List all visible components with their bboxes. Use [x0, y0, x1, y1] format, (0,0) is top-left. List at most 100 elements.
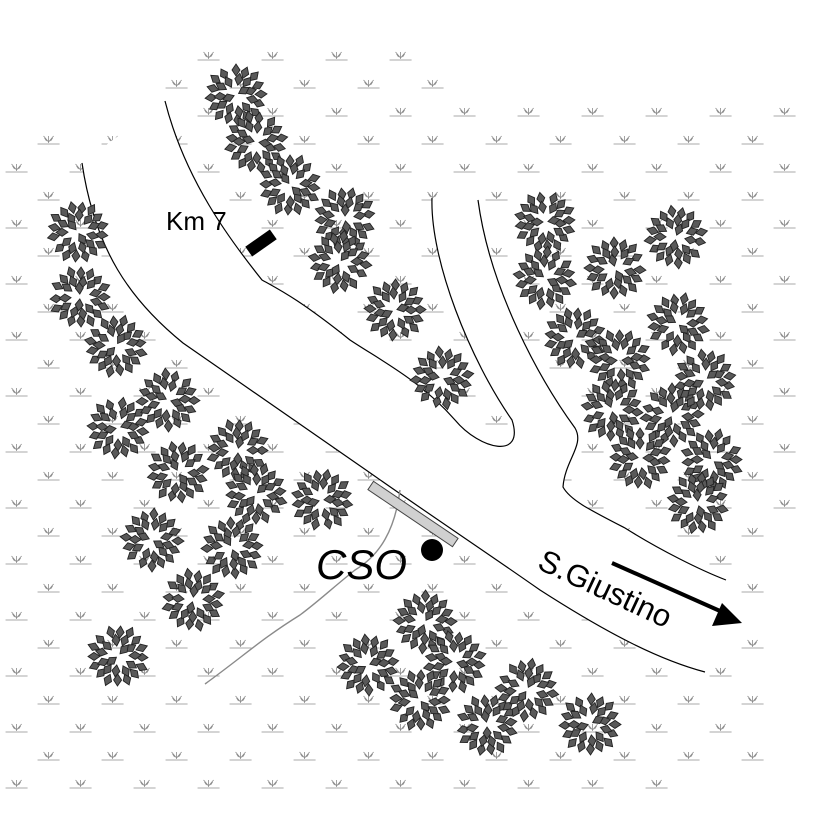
grass-tuft: [389, 107, 412, 117]
grass-tuft: [5, 443, 28, 453]
grass-tuft: [741, 751, 764, 761]
road-edge-right: [477, 199, 727, 581]
grass-tuft: [581, 219, 604, 229]
grass-tuft: [645, 275, 668, 285]
grass-tuft: [293, 135, 316, 145]
grass-tuft: [5, 275, 28, 285]
grass-tuft: [741, 359, 764, 369]
grass-tuft: [357, 79, 380, 89]
grass-tuft: [645, 723, 668, 733]
grass-tuft: [101, 751, 124, 761]
grass-tuft: [165, 359, 188, 369]
grass-tuft: [5, 219, 28, 229]
grass-tuft: [197, 779, 220, 789]
road-edge-inner: [164, 100, 515, 447]
grass-tuft: [357, 527, 380, 537]
tree-icon: [144, 438, 212, 507]
grass-tuft: [357, 751, 380, 761]
grass-tuft: [197, 667, 220, 677]
grass-tuft: [37, 639, 60, 649]
grass-tuft: [5, 163, 28, 173]
grass-tuft: [5, 611, 28, 621]
grass-tuft: [421, 751, 444, 761]
grass-tuft: [325, 779, 348, 789]
grass-tuft: [133, 723, 156, 733]
grass-tuft: [325, 51, 348, 61]
grass-tuft: [485, 583, 508, 593]
grass-tuft: [773, 219, 796, 229]
grass-tuft: [133, 499, 156, 509]
grass-tuft: [5, 779, 28, 789]
grass-tuft: [709, 107, 732, 117]
grass-tuft: [517, 107, 540, 117]
grass-tuft: [37, 471, 60, 481]
grass-tuft: [453, 779, 476, 789]
grass-tuft: [101, 583, 124, 593]
grass-tuft: [485, 415, 508, 425]
tree-icon: [79, 617, 157, 695]
grass-tuft: [69, 555, 92, 565]
grass-tuft: [261, 219, 284, 229]
grass-tuft: [645, 499, 668, 509]
grass-tuft: [453, 163, 476, 173]
grass-tuft: [421, 79, 444, 89]
grass-tuft: [325, 723, 348, 733]
grass-tuft: [549, 135, 572, 145]
grass-tuft: [645, 163, 668, 173]
grass-tuft: [453, 555, 476, 565]
tree-icon: [200, 516, 263, 579]
grass-tuft: [197, 723, 220, 733]
grass-tuft: [101, 527, 124, 537]
arrow-right-icon: [611, 561, 742, 626]
grass-tuft: [517, 723, 540, 733]
grass-tuft: [165, 79, 188, 89]
grass-tuft: [37, 415, 60, 425]
tree-icon: [284, 462, 360, 538]
grass-tuft: [389, 163, 412, 173]
grass-tuft: [613, 303, 636, 313]
grass-tuft: [197, 51, 220, 61]
grass-tuft: [261, 51, 284, 61]
grass-tuft: [773, 443, 796, 453]
grass-tuft: [677, 191, 700, 201]
grass-tuft: [741, 247, 764, 257]
tree-icon: [108, 496, 195, 583]
grass-tuft: [581, 163, 604, 173]
station-structure: [367, 480, 459, 548]
grass-tuft: [645, 107, 668, 117]
tree-icon: [557, 691, 623, 756]
grass-tuft: [325, 107, 348, 117]
grass-tuft: [357, 135, 380, 145]
grass-tuft: [709, 275, 732, 285]
tree-icon: [74, 304, 158, 388]
grass-tuft: [101, 471, 124, 481]
grass-tuft: [677, 695, 700, 705]
grass-tuft: [229, 751, 252, 761]
grass-tuft: [709, 723, 732, 733]
grass-tuft: [741, 639, 764, 649]
grass-tuft: [5, 555, 28, 565]
grass-tuft: [261, 723, 284, 733]
grass-tuft: [613, 751, 636, 761]
grass-tuft: [741, 471, 764, 481]
grass-tuft: [293, 751, 316, 761]
grass-tuft: [421, 303, 444, 313]
milestone-marker-icon: [245, 229, 277, 257]
grass-tuft: [453, 107, 476, 117]
grass-tuft: [69, 667, 92, 677]
grass-tuft: [741, 695, 764, 705]
grass-tuft: [549, 639, 572, 649]
grass-tuft: [37, 751, 60, 761]
grass-tuft: [517, 779, 540, 789]
grass-tuft: [293, 583, 316, 593]
grass-tuft: [773, 107, 796, 117]
tree-icon: [361, 276, 429, 343]
grass-tuft: [5, 387, 28, 397]
grass-tuft: [357, 695, 380, 705]
grass-tuft: [69, 779, 92, 789]
grass-tuft: [741, 303, 764, 313]
grass-tuft: [389, 219, 412, 229]
grass-tuft: [709, 555, 732, 565]
grass-tuft: [773, 331, 796, 341]
grass-tuft: [69, 443, 92, 453]
